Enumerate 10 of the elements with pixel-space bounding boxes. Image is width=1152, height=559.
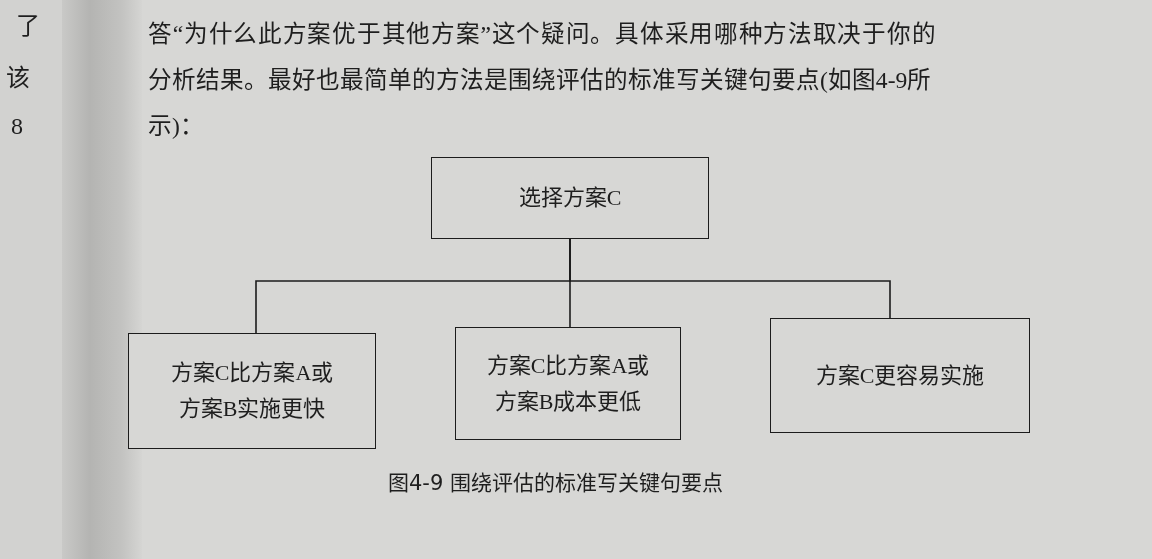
page-fragment-text: 8	[11, 112, 23, 141]
body-paragraph: 答“为什么此方案优于其他方案”这个疑问。具体采用哪种方法取决于你的分析结果。最好也最简单的方法是围绕评估的标准写关键句要点(如图4-9所示)：	[148, 20, 938, 141]
process-box: 方案C比方案A或方案B实施更快	[128, 333, 376, 449]
page-fragment-text: 该	[6, 64, 30, 93]
connector-line	[569, 238, 891, 319]
process-box: 方案C更容易实施	[770, 318, 1030, 433]
process-box: 方案C比方案A或方案B成本更低	[455, 327, 681, 440]
process-box: 选择方案C	[431, 157, 709, 239]
page-fragment-text: 了	[16, 12, 40, 41]
figure-caption: 图4-9 围绕评估的标准写关键句要点	[388, 470, 723, 497]
